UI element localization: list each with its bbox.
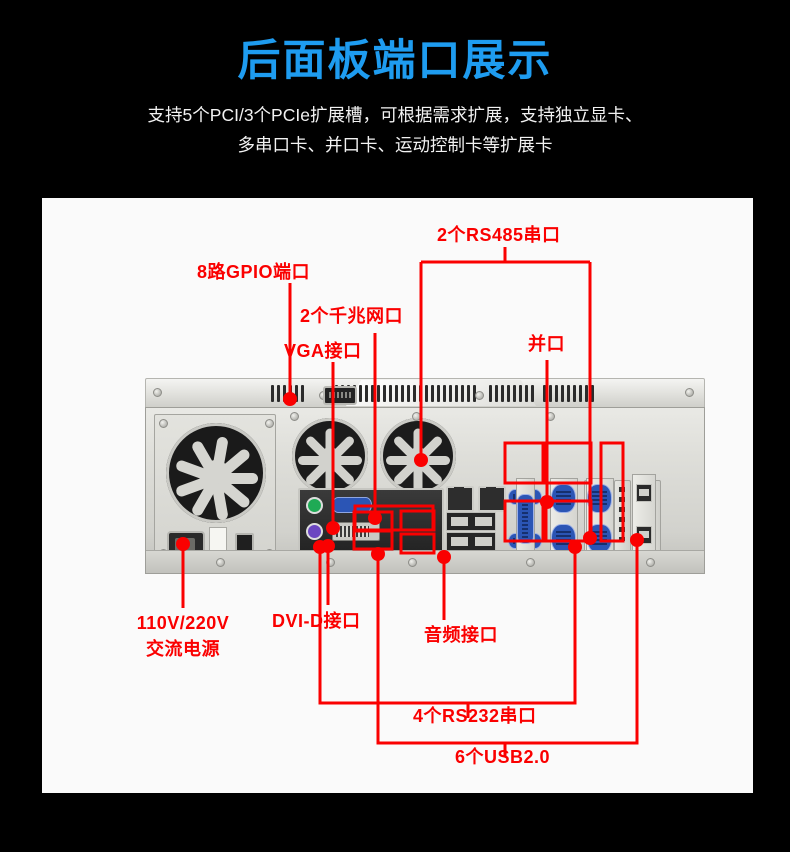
body-screw-5	[646, 558, 655, 567]
label-audio: 音频接口	[424, 625, 498, 645]
body-screw-2	[326, 558, 335, 567]
ps2-keyboard-port	[306, 497, 323, 514]
parallel-port	[517, 494, 534, 544]
pci-slot-cover-2	[614, 480, 631, 554]
label-power-line-2: 交流电源	[146, 639, 220, 659]
body-screw-1	[216, 558, 225, 567]
psu-screw-tl	[159, 419, 168, 428]
chassis-body	[145, 407, 705, 574]
power-supply-unit	[154, 414, 276, 562]
gpio-port	[323, 386, 357, 405]
lan-port-2	[478, 486, 506, 512]
body-screw-top-1	[290, 412, 299, 421]
usb-expansion-port-1	[636, 484, 652, 502]
vga-port	[332, 497, 372, 513]
rs232-port-card-2	[587, 524, 612, 553]
psu-fan-icon	[166, 423, 266, 523]
dvi-d-port	[332, 522, 380, 541]
body-screw-4	[526, 558, 535, 567]
lid-vent-group-3	[407, 385, 476, 402]
usb-port-block-2	[446, 532, 496, 551]
label-vga: VGA接口	[284, 341, 362, 361]
lid-vent-group-4	[489, 385, 534, 402]
chassis-bottom-rail	[146, 550, 704, 573]
usb-port-block-1	[446, 512, 496, 531]
label-gpio: 8路GPIO端口	[197, 262, 311, 282]
label-power-line-1: 110V/220V	[136, 613, 230, 633]
lid-vent-group-1	[271, 385, 304, 402]
label-dvi: DVI-D接口	[272, 611, 361, 631]
rs232-port-card-1	[551, 524, 576, 553]
psu-screw-tr	[265, 419, 274, 428]
body-screw-top-2	[412, 412, 421, 421]
header: 后面板端口展示 支持5个PCI/3个PCIe扩展槽，可根据需求扩展，支持独立显卡…	[0, 0, 790, 160]
label-rs485: 2个RS485串口	[437, 225, 561, 245]
page-title: 后面板端口展示	[237, 37, 553, 85]
label-lpt: 并口	[528, 334, 565, 354]
lid-screw-right	[685, 388, 694, 397]
motherboard-io-shield	[298, 488, 444, 555]
lid-screw-left	[153, 388, 162, 397]
chassis-fan-2	[380, 418, 456, 494]
usb-expansion-port-2	[636, 526, 652, 544]
body-screw-top-3	[546, 412, 555, 421]
subtitle-line-1: 支持5个PCI/3个PCIe扩展槽，可根据需求扩展，支持独立显卡、	[147, 105, 643, 125]
photo-panel	[42, 198, 753, 793]
lid-vent-group-5	[543, 385, 594, 402]
body-screw-3	[408, 558, 417, 567]
lan-port-1	[446, 486, 474, 512]
rs485-port-1	[551, 484, 576, 513]
chassis-rear-photo	[145, 378, 705, 574]
label-rs232: 4个RS232串口	[413, 706, 537, 726]
page-subtitle: 支持5个PCI/3个PCIe扩展槽，可根据需求扩展，支持独立显卡、 多串口卡、并…	[0, 83, 790, 160]
chassis-fan-1	[292, 418, 368, 494]
subtitle-line-2: 多串口卡、并口卡、运动控制卡等扩展卡	[237, 135, 553, 155]
ps2-mouse-port	[306, 523, 323, 540]
label-lan: 2个千兆网口	[300, 306, 404, 326]
label-usb: 6个USB2.0	[455, 747, 551, 767]
rs485-port-2	[587, 484, 612, 513]
lid-screw-2	[475, 391, 484, 400]
